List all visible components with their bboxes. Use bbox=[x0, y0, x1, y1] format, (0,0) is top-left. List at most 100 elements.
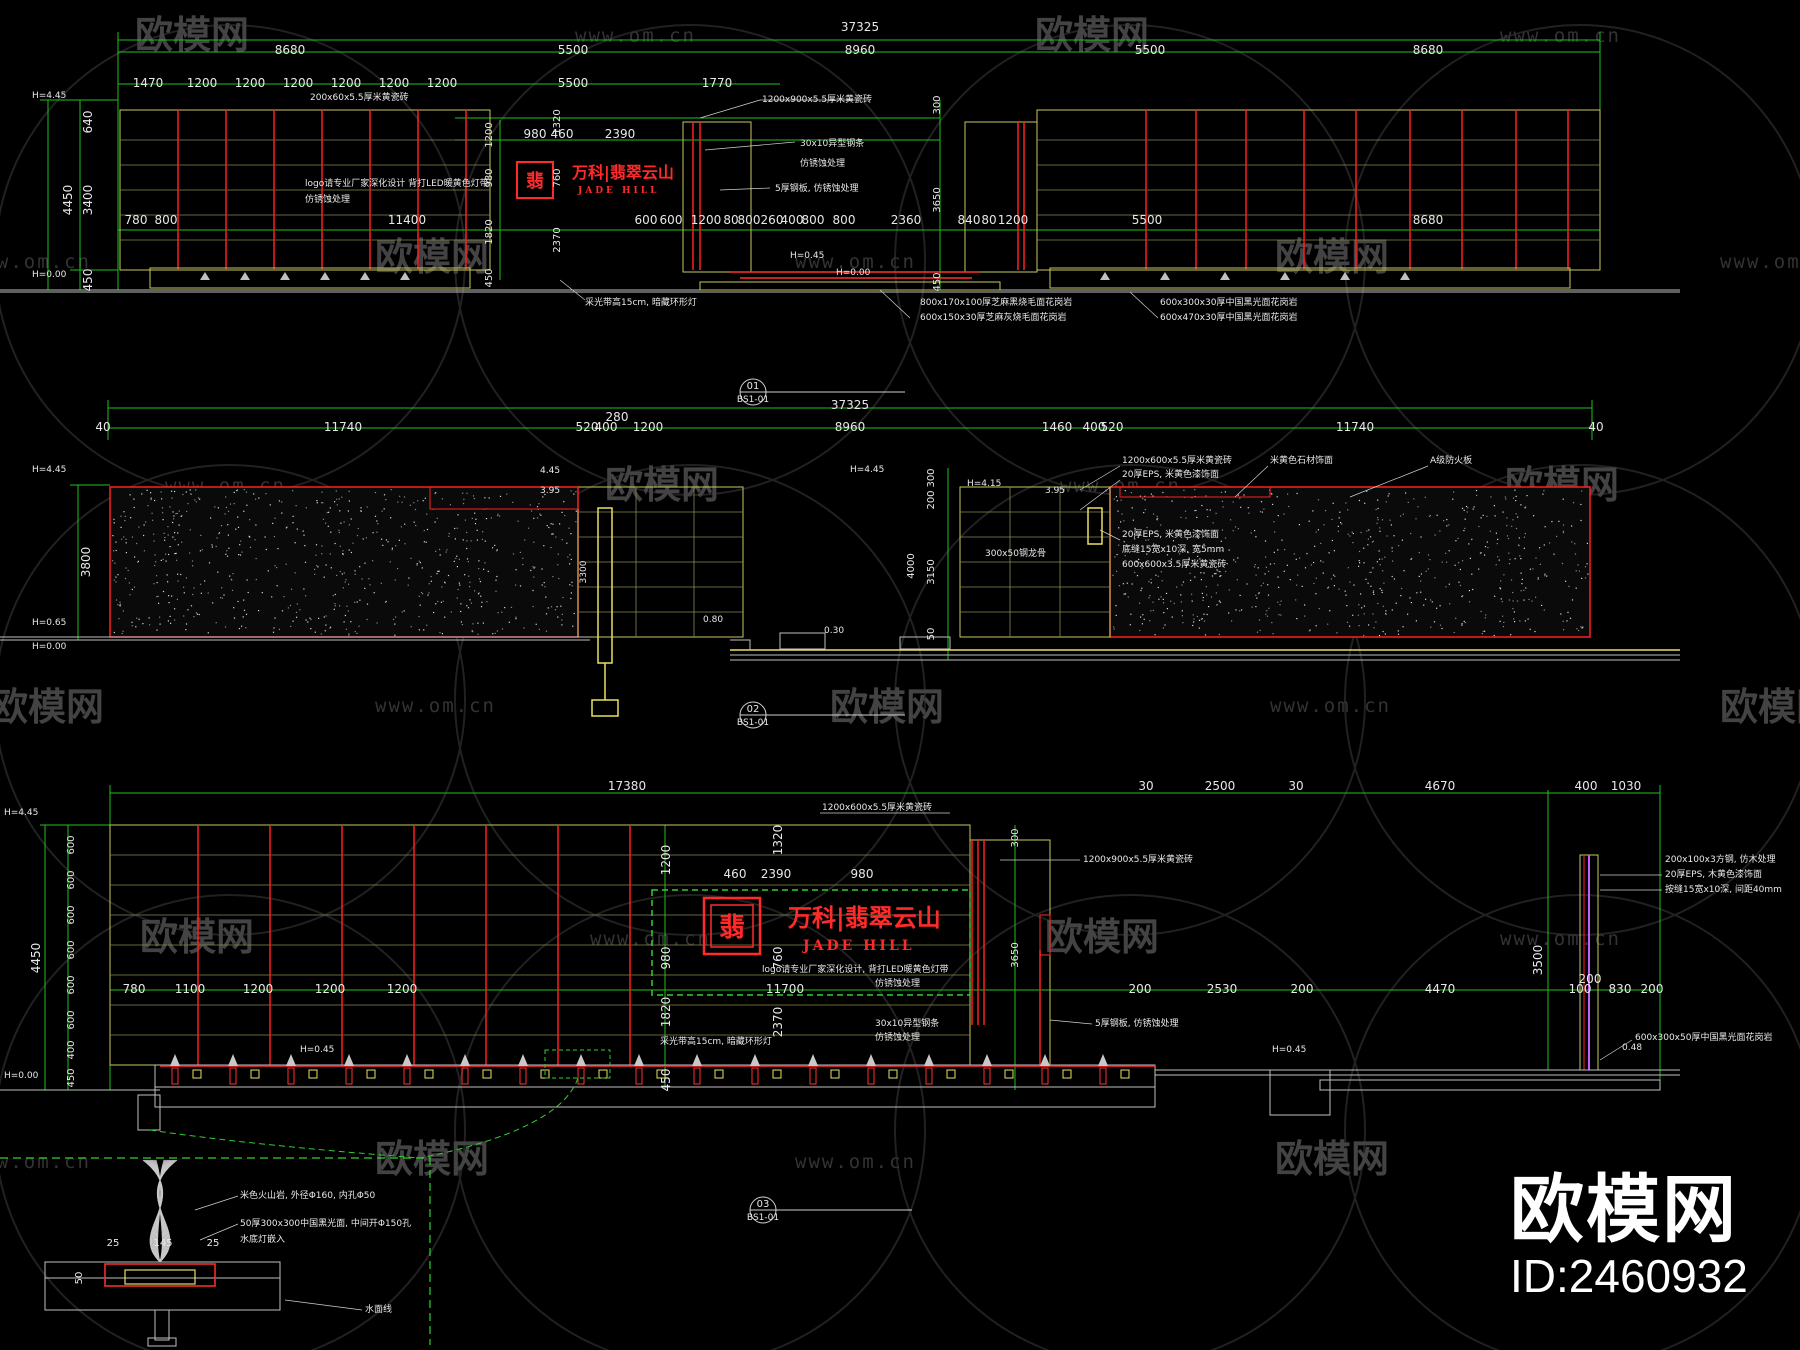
svg-text:600x600x3.5厚米黄瓷砖: 600x600x3.5厚米黄瓷砖 bbox=[1122, 558, 1226, 570]
dim-total: 37325 bbox=[841, 20, 879, 34]
svg-text:H=0.00: H=0.00 bbox=[32, 642, 67, 652]
svg-text:400: 400 bbox=[595, 420, 618, 434]
section-label-03: 03 BS1-01 bbox=[747, 1196, 912, 1224]
svg-text:1200x600x5.5厚米黄瓷砖: 1200x600x5.5厚米黄瓷砖 bbox=[822, 801, 932, 813]
svg-text:40: 40 bbox=[1588, 420, 1603, 434]
svg-text:0.80: 0.80 bbox=[703, 615, 723, 625]
svg-text:1030: 1030 bbox=[1611, 779, 1642, 793]
svg-text:H=4.45: H=4.45 bbox=[4, 808, 38, 818]
watermark-text: 欧模网 bbox=[375, 1137, 489, 1181]
svg-text:4450: 4450 bbox=[29, 943, 43, 974]
svg-text:1200: 1200 bbox=[243, 982, 274, 996]
svg-text:11740: 11740 bbox=[1336, 420, 1374, 434]
elevation-01: 翡 万科|翡翠云山 JADE HILL 37325 8680 5500 89 bbox=[0, 20, 1680, 406]
svg-text:600: 600 bbox=[66, 835, 77, 854]
svg-text:H=4.45: H=4.45 bbox=[850, 465, 884, 475]
svg-text:800: 800 bbox=[833, 213, 856, 227]
svg-text:1100: 1100 bbox=[175, 982, 206, 996]
elevation-02: 37325 280 40 11740 520 400 1200 8960 146… bbox=[0, 398, 1680, 729]
svg-text:980: 980 bbox=[659, 947, 673, 970]
dims-second-row: 1470 1200 1200 1200 1200 1200 1200 5500 … bbox=[133, 76, 733, 90]
svg-text:1200: 1200 bbox=[187, 76, 218, 90]
svg-text:20厚EPS, 米黄色漆饰面: 20厚EPS, 米黄色漆饰面 bbox=[1122, 468, 1219, 480]
dims-inner-row: 780 800 11400 600 600 1200 80 800 260 40… bbox=[125, 213, 1444, 227]
svg-text:2530: 2530 bbox=[1207, 982, 1238, 996]
svg-text:4450: 4450 bbox=[61, 185, 75, 216]
svg-text:600: 600 bbox=[635, 213, 658, 227]
svg-text:米黄色石材饰面: 米黄色石材饰面 bbox=[1270, 454, 1333, 466]
svg-text:780: 780 bbox=[123, 982, 146, 996]
brand-name-cn: 万科|翡翠云山 bbox=[571, 163, 674, 183]
watermark-url: www.om.cn bbox=[1720, 251, 1800, 273]
svg-text:采光带高15cm, 暗藏环形灯: 采光带高15cm, 暗藏环形灯 bbox=[660, 1035, 772, 1047]
watermark-url: www.om.cn bbox=[0, 251, 91, 273]
svg-text:1200: 1200 bbox=[387, 982, 418, 996]
material-notes: 200x60x5.5厚米黄瓷砖 1200x900x5.5厚米黄瓷砖 30x10异… bbox=[305, 91, 1297, 323]
dims-top-row: 8680 5500 8960 5500 8680 bbox=[275, 43, 1444, 57]
svg-text:450: 450 bbox=[484, 268, 495, 287]
svg-text:260: 260 bbox=[761, 213, 784, 227]
svg-text:600: 600 bbox=[66, 940, 77, 959]
svg-text:450: 450 bbox=[932, 272, 943, 291]
svg-text:H=4.15: H=4.15 bbox=[967, 479, 1001, 489]
svg-text:600: 600 bbox=[66, 975, 77, 994]
svg-text:3650: 3650 bbox=[932, 187, 943, 212]
svg-text:840: 840 bbox=[958, 213, 981, 227]
svg-text:100: 100 bbox=[1569, 982, 1592, 996]
svg-text:200: 200 bbox=[1129, 982, 1152, 996]
svg-text:50: 50 bbox=[74, 1272, 85, 1285]
svg-text:300: 300 bbox=[932, 95, 943, 114]
svg-text:20厚EPS, 木黄色漆饰面: 20厚EPS, 木黄色漆饰面 bbox=[1665, 868, 1762, 880]
svg-text:600: 600 bbox=[66, 1010, 77, 1029]
watermark-url: www.om.cn bbox=[575, 25, 696, 47]
svg-text:3.95: 3.95 bbox=[1045, 486, 1065, 496]
svg-text:25: 25 bbox=[207, 1238, 220, 1249]
svg-text:8680: 8680 bbox=[1413, 213, 1444, 227]
svg-text:02: 02 bbox=[747, 704, 760, 715]
svg-text:8960: 8960 bbox=[835, 420, 866, 434]
svg-text:1200: 1200 bbox=[633, 420, 664, 434]
material-notes-02: 1200x600x5.5厚米黄瓷砖 20厚EPS, 米黄色漆饰面 米黄色石材饰面… bbox=[985, 454, 1472, 570]
svg-text:8680: 8680 bbox=[1413, 43, 1444, 57]
svg-text:200: 200 bbox=[926, 490, 937, 509]
svg-text:3500: 3500 bbox=[1531, 945, 1545, 976]
section-label-02: 02 BS1-01 bbox=[737, 701, 905, 729]
svg-text:800: 800 bbox=[802, 213, 825, 227]
svg-text:1200x900x5.5厚米黄瓷砖: 1200x900x5.5厚米黄瓷砖 bbox=[762, 93, 872, 105]
svg-text:200x60x5.5厚米黄瓷砖: 200x60x5.5厚米黄瓷砖 bbox=[310, 91, 409, 103]
svg-text:1320: 1320 bbox=[552, 109, 563, 134]
svg-text:1200: 1200 bbox=[427, 76, 458, 90]
svg-text:600x300x50厚中国黑光面花岗岩: 600x300x50厚中国黑光面花岗岩 bbox=[1635, 1031, 1772, 1043]
svg-text:400: 400 bbox=[781, 213, 804, 227]
svg-text:3300: 3300 bbox=[579, 560, 589, 583]
svg-text:780: 780 bbox=[125, 213, 148, 227]
svg-text:1200: 1200 bbox=[331, 76, 362, 90]
svg-text:1770: 1770 bbox=[702, 76, 733, 90]
svg-text:8680: 8680 bbox=[275, 43, 306, 57]
svg-text:450: 450 bbox=[66, 1068, 77, 1087]
svg-text:4000: 4000 bbox=[906, 553, 917, 578]
svg-text:仿锈蚀处理: 仿锈蚀处理 bbox=[800, 157, 845, 169]
svg-text:600x300x30厚中国黑光面花岗岩: 600x300x30厚中国黑光面花岗岩 bbox=[1160, 296, 1297, 308]
svg-text:450: 450 bbox=[659, 1069, 673, 1092]
svg-text:640: 640 bbox=[81, 111, 95, 134]
svg-text:H=0.00: H=0.00 bbox=[836, 268, 871, 278]
watermark-text: 欧模网 bbox=[375, 235, 489, 279]
dims-elev3-left: 600 600 600 600 600 600 400 450 4450 bbox=[29, 835, 77, 1087]
svg-text:17380: 17380 bbox=[608, 779, 646, 793]
svg-text:4670: 4670 bbox=[1425, 779, 1456, 793]
dims-elev3-top: 17380 30 2500 30 4670 400 1030 bbox=[608, 779, 1641, 793]
svg-text:1820: 1820 bbox=[484, 219, 495, 244]
svg-text:80: 80 bbox=[981, 213, 996, 227]
watermark-url: www.om.cn bbox=[795, 251, 916, 273]
watermark-url: www.om.cn bbox=[375, 695, 496, 717]
svg-text:logo请专业厂家深化设计, 背打LED暖黄色灯带: logo请专业厂家深化设计, 背打LED暖黄色灯带 bbox=[762, 963, 949, 975]
svg-text:460: 460 bbox=[551, 127, 574, 141]
watermark-text: 欧模网 bbox=[135, 13, 249, 57]
svg-text:5500: 5500 bbox=[558, 76, 589, 90]
svg-text:20厚EPS, 米黄色漆饰面: 20厚EPS, 米黄色漆饰面 bbox=[1122, 528, 1219, 540]
svg-text:400: 400 bbox=[66, 1040, 77, 1059]
svg-text:H=4.45: H=4.45 bbox=[32, 91, 66, 101]
svg-text:logo请专业厂家深化设计 背打LED暖黄色灯带: logo请专业厂家深化设计 背打LED暖黄色灯带 bbox=[305, 177, 489, 189]
